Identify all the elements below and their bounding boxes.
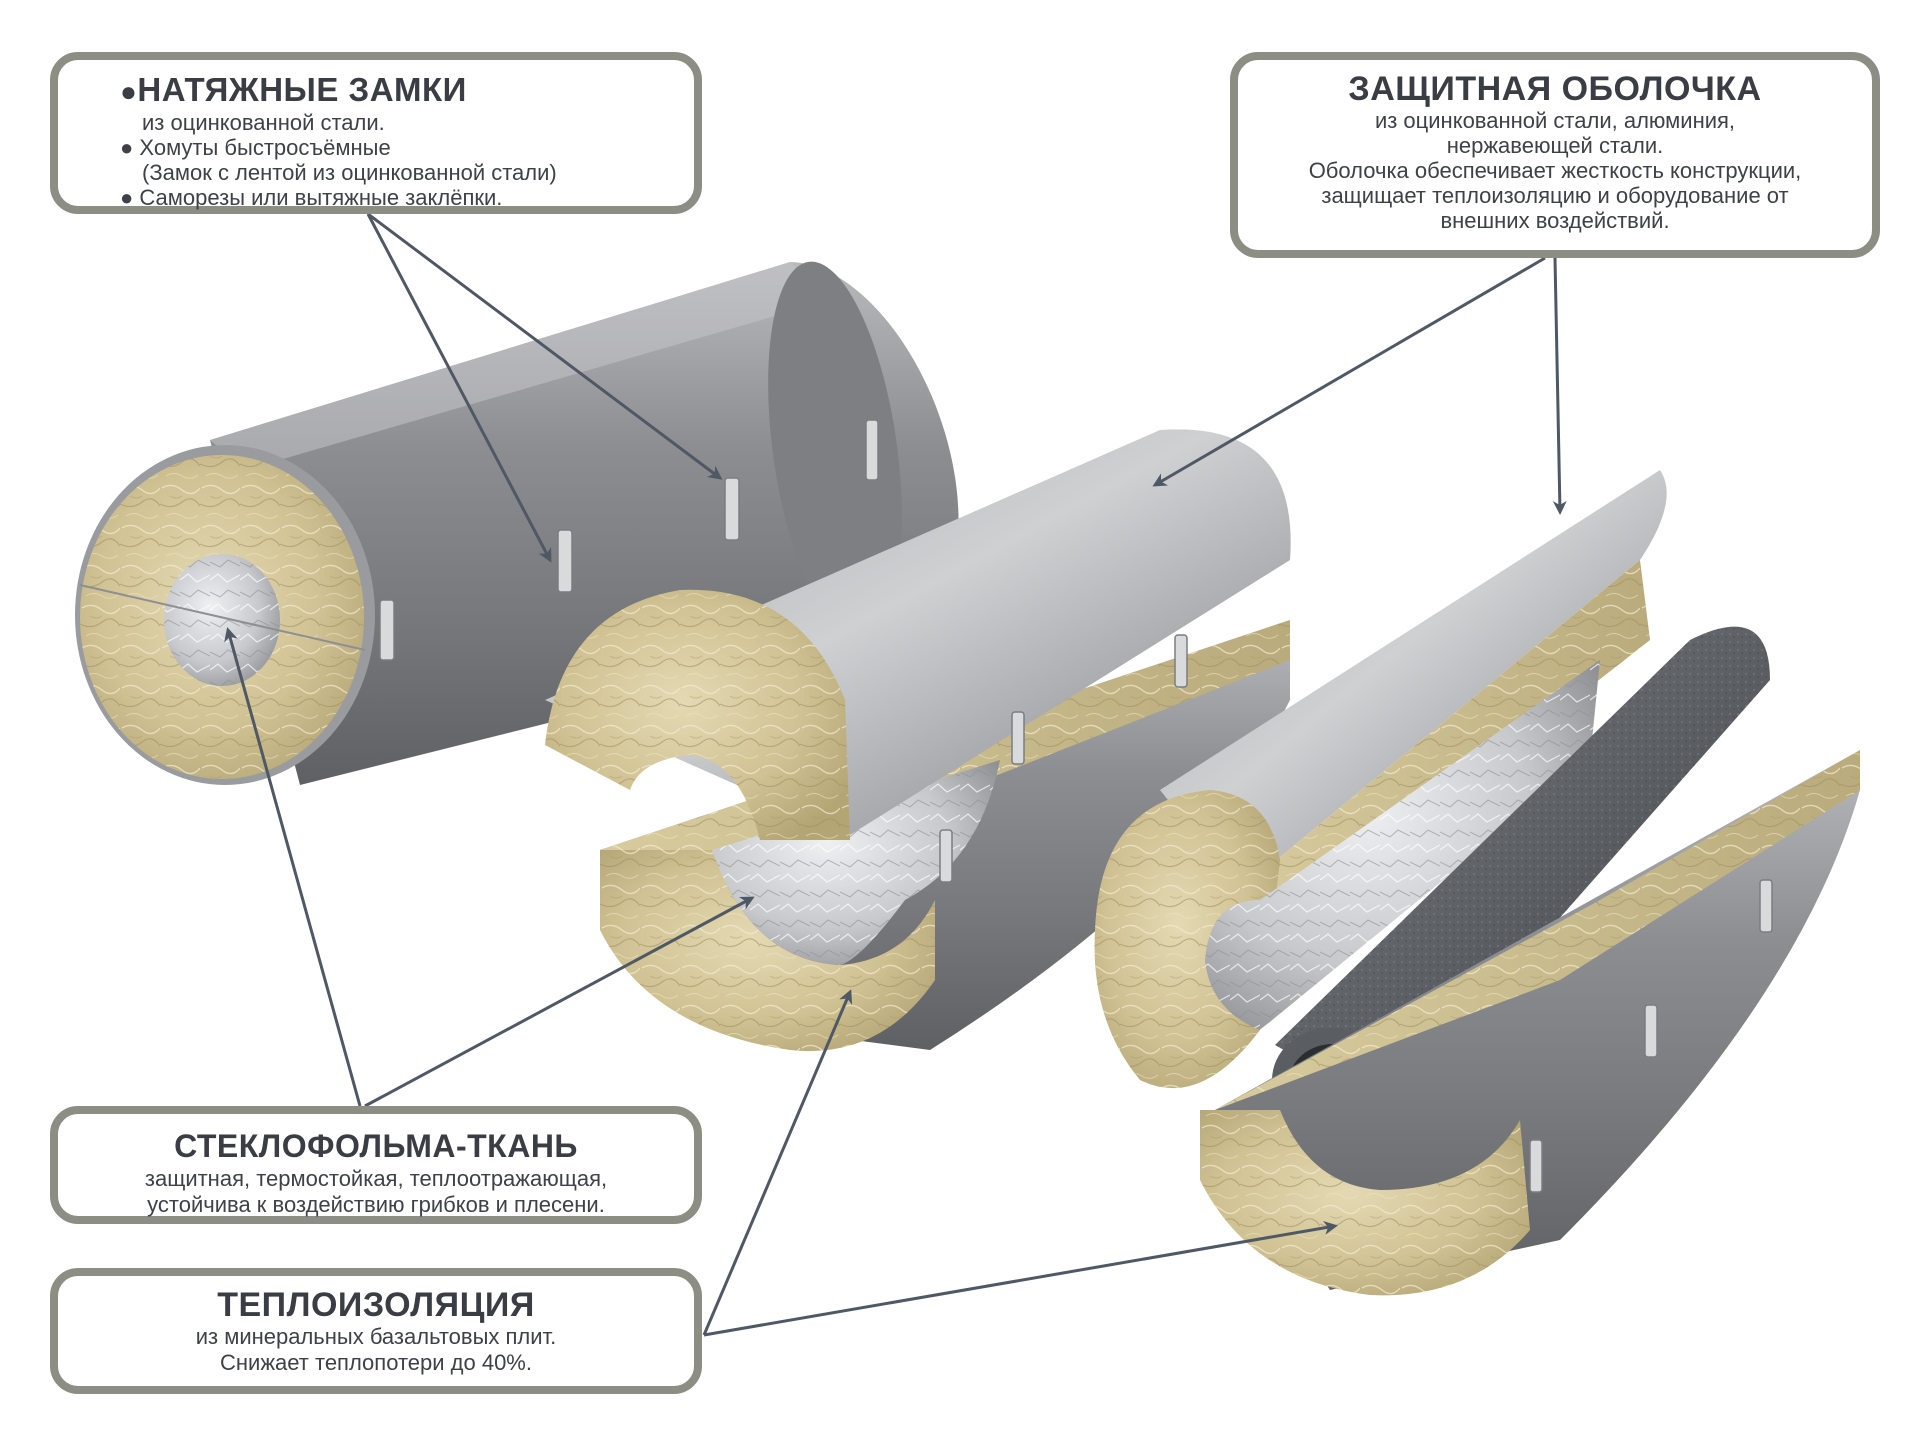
- callout-insulation-title: ТЕПЛОИЗОЛЯЦИЯ: [217, 1286, 535, 1324]
- callout-shell-line: защищает теплоизоляцию и оборудование от: [1321, 183, 1789, 208]
- closed-insulated-pipe: [75, 261, 959, 785]
- callout-arrows: [224, 212, 1567, 1337]
- callout-shell-title: ЗАЩИТНАЯ ОБОЛОЧКА: [1348, 70, 1762, 108]
- callout-foil-line: защитная, термостойкая, теплоотражающая,: [144, 1166, 608, 1191]
- bullet-dot-icon: ●: [120, 76, 138, 107]
- callout-thermal-insulation: ТЕПЛОИЗОЛЯЦИЯ из минеральных базальтовых…: [50, 1268, 702, 1394]
- callout-shell-subtitle: нержавеющей стали.: [1446, 133, 1664, 158]
- callout-foil-title: СТЕКЛОФОЛЬМА-ТКАНЬ: [174, 1128, 578, 1164]
- arrow-ins-to-pipe3: [703, 1220, 1338, 1337]
- callout-shell-line: внешних воздействий.: [1440, 208, 1670, 233]
- callout-protective-shell: ЗАЩИТНАЯ ОБОЛОЧКА из оцинкованной стали,…: [1230, 52, 1880, 258]
- arrow-foil-to-pipe2: [364, 896, 755, 1108]
- callout-locks-line: ● Хомуты быстросъёмные: [120, 135, 391, 160]
- arrow-locks-to-pipe1: [366, 213, 552, 563]
- arrow-ins-to-pipe2: [702, 989, 853, 1336]
- arrow-shell-to-pipe3: [1552, 257, 1567, 515]
- exploded-insulated-pipe: [1094, 470, 1860, 1296]
- callout-insulation-line: Снижает теплопотери до 40%.: [220, 1350, 532, 1375]
- callout-locks-line: из оцинкованной стали.: [142, 110, 385, 135]
- callout-locks-title: ●НАТЯЖНЫЕ ЗАМКИ: [120, 71, 467, 108]
- callout-shell-line: Оболочка обеспечивает жесткость конструк…: [1308, 158, 1802, 183]
- arrow-foil-to-pipe1: [224, 627, 362, 1107]
- tension-locks-row: [379, 419, 879, 661]
- arrow-shell-to-pipe2: [1152, 256, 1546, 487]
- callout-insulation-subtitle: из минеральных базальтовых плит.: [195, 1324, 557, 1349]
- shell-end-far: [768, 261, 902, 639]
- callout-foil-line: устойчива к воздействию грибков и плесен…: [147, 1192, 605, 1217]
- callout-locks-line: (Замок с лентой из оцинкованной стали): [142, 160, 557, 185]
- callout-tension-locks: ●НАТЯЖНЫЕ ЗАМКИ из оцинкованной стали. ●…: [50, 52, 702, 214]
- callout-shell-subtitle: из оцинкованной стали, алюминия,: [1374, 108, 1736, 133]
- callout-glass-foil-fabric: СТЕКЛОФОЛЬМА-ТКАНЬ защитная, термостойка…: [50, 1106, 702, 1224]
- opened-insulated-pipe: [545, 429, 1291, 1052]
- callout-locks-line: ● Саморезы или вытяжные заклёпки.: [120, 185, 503, 210]
- arrow-locks-to-pipe1-b: [367, 212, 723, 480]
